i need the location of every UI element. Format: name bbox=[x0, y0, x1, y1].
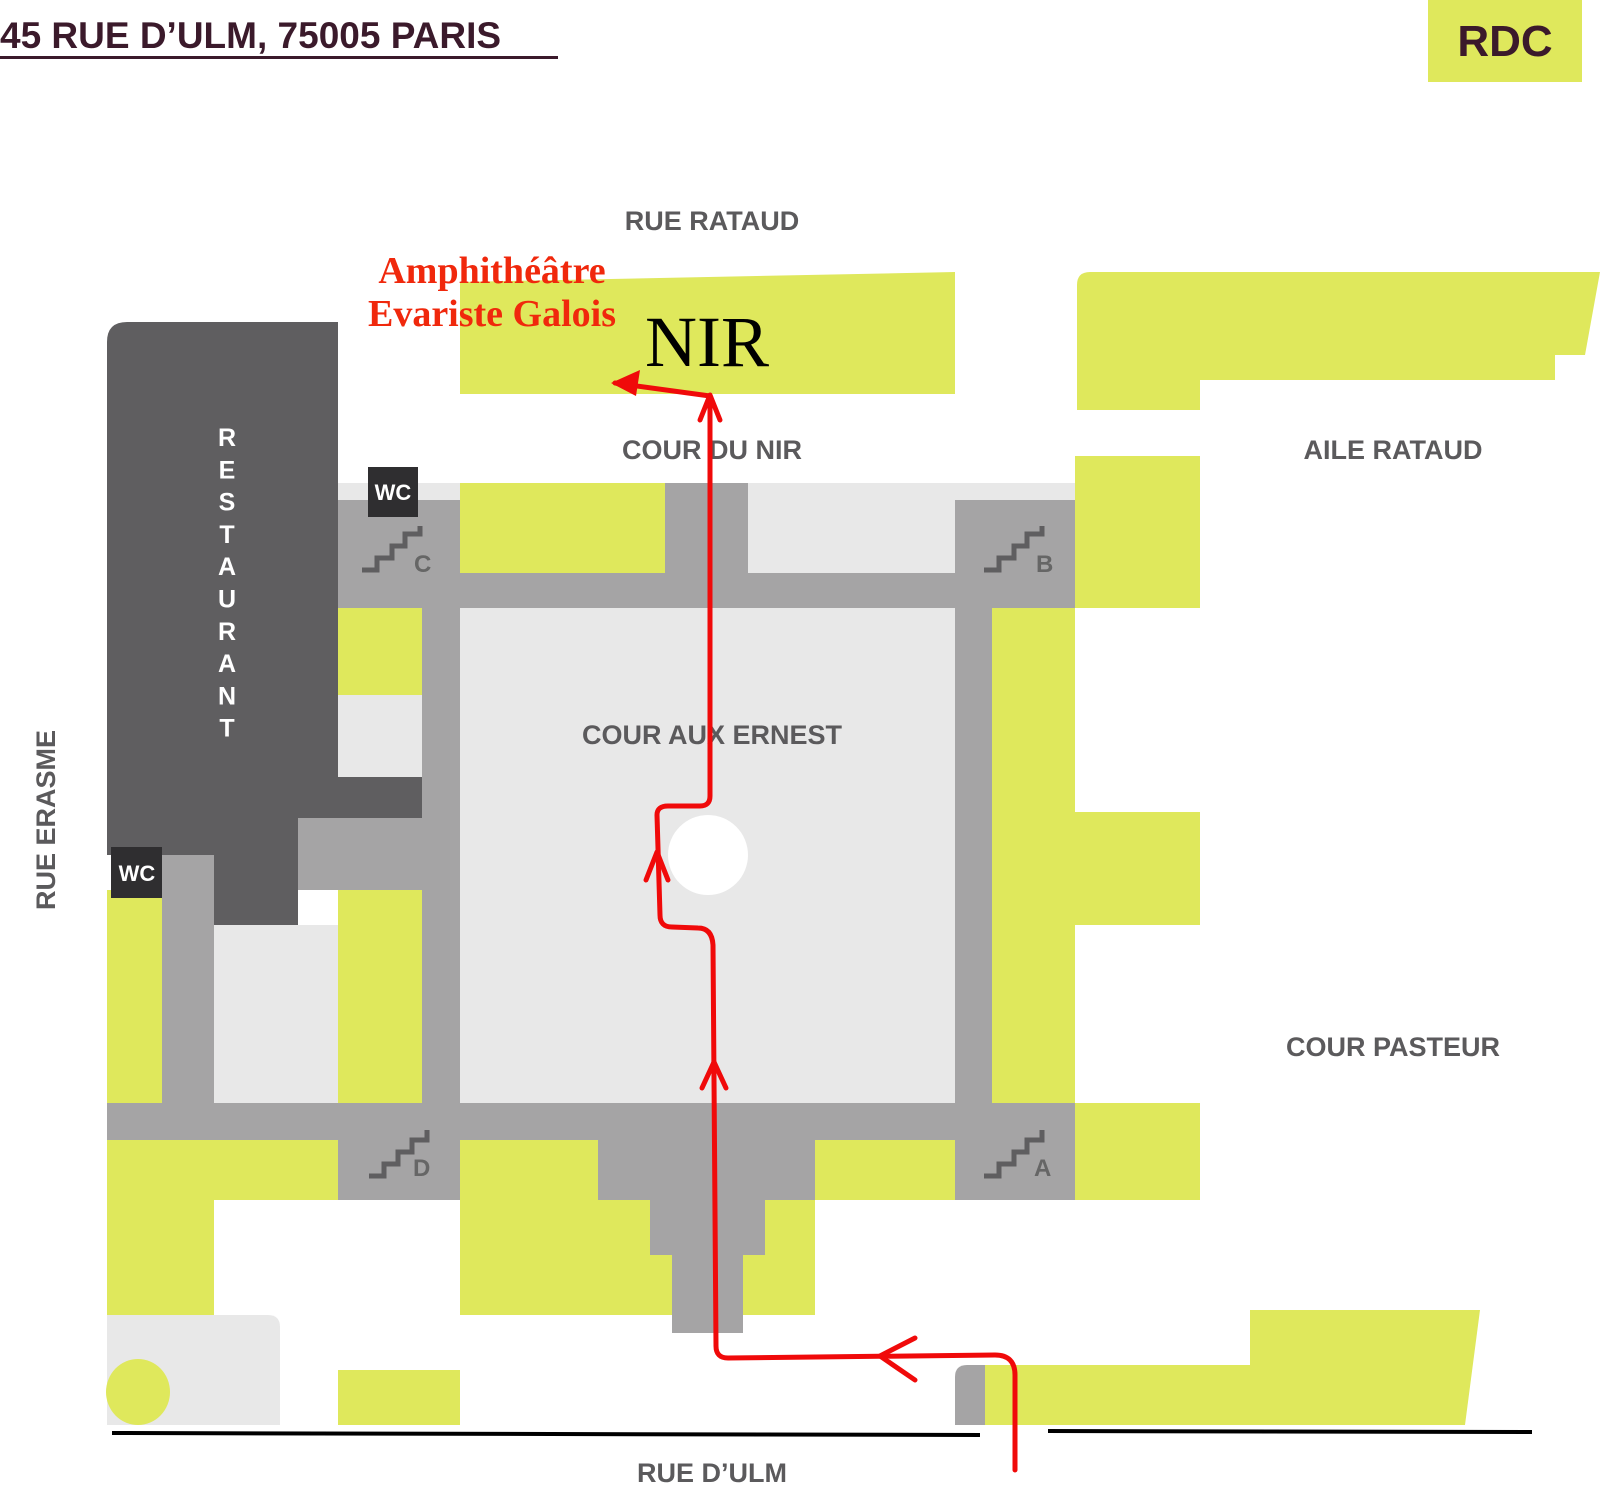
stairs-a-icon bbox=[984, 1130, 1045, 1179]
fountain-circle bbox=[668, 815, 748, 895]
area-label-cour-pasteur: COUR PASTEUR bbox=[1286, 1032, 1500, 1062]
destination-label-line2: Evariste Galois bbox=[368, 293, 616, 335]
restaurant-letter: A bbox=[218, 553, 236, 581]
wc-label: WC bbox=[375, 480, 412, 505]
stairs-a-label: A bbox=[1034, 1155, 1051, 1182]
destination-arrow-icon bbox=[611, 370, 640, 396]
street-edge-left bbox=[111, 1431, 981, 1437]
title-underline bbox=[0, 56, 558, 59]
restaurant-building bbox=[107, 322, 422, 925]
stairs-c-label: C bbox=[414, 551, 431, 578]
address-title: 45 RUE D’ULM, 75005 PARIS bbox=[0, 15, 501, 56]
restaurant-letter: E bbox=[219, 456, 236, 484]
destination-label-line1: Amphithéâtre bbox=[378, 250, 605, 292]
restaurant-letter: S bbox=[219, 489, 236, 517]
restaurant-letter: U bbox=[218, 586, 236, 614]
wc-box-north bbox=[368, 467, 418, 517]
stairs-b-label: B bbox=[1036, 551, 1053, 578]
route-arrowhead bbox=[643, 849, 671, 883]
route-arrowhead-end bbox=[697, 392, 723, 423]
restaurant-letter: N bbox=[218, 682, 236, 710]
restaurant-letter: R bbox=[218, 424, 236, 452]
floor-label: RDC bbox=[1457, 17, 1552, 66]
stairs-c-icon bbox=[362, 526, 423, 573]
aile-rataud-building bbox=[1077, 272, 1600, 410]
stairs-d-icon bbox=[369, 1130, 430, 1179]
restaurant-letter: T bbox=[219, 715, 234, 743]
route-path bbox=[612, 380, 1018, 1473]
street-label-west: RUE ERASME bbox=[31, 730, 61, 910]
restaurant-letter: T bbox=[219, 521, 234, 549]
route-arrowhead bbox=[877, 1335, 918, 1383]
street-label-south: RUE D’ULM bbox=[637, 1458, 787, 1485]
corridors bbox=[107, 483, 1075, 1425]
floor-badge bbox=[1428, 0, 1582, 82]
nir-building bbox=[460, 272, 955, 394]
route-arrowhead bbox=[699, 1059, 729, 1091]
street-label-north: RUE RATAUD bbox=[625, 206, 800, 236]
nir-label: NIR bbox=[645, 302, 769, 382]
street-edge-right bbox=[1047, 1429, 1533, 1434]
restaurant-letter: A bbox=[218, 650, 236, 678]
wc-label: WC bbox=[119, 861, 156, 886]
buildings bbox=[106, 272, 1600, 1425]
wc-box-west bbox=[111, 847, 162, 898]
stairs-d-label: D bbox=[413, 1155, 430, 1182]
area-label-aile-rataud: AILE RATAUD bbox=[1304, 435, 1483, 465]
restaurant-letter: R bbox=[218, 618, 236, 646]
stairs-b-icon bbox=[984, 526, 1045, 573]
courtyards bbox=[107, 483, 1075, 1425]
